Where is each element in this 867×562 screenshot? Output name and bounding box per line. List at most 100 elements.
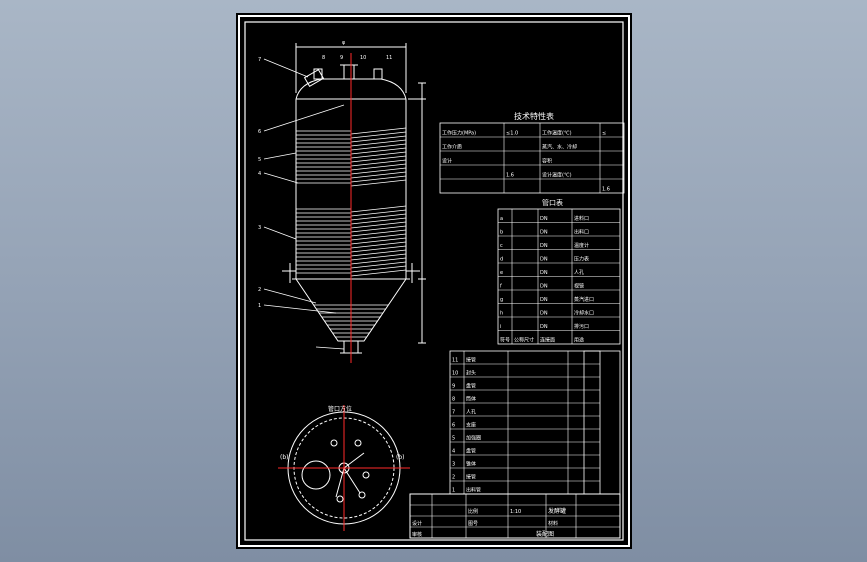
nozzle-cell: c — [500, 243, 503, 249]
coil-hatch — [350, 147, 407, 155]
left-callout: 3 — [258, 225, 261, 231]
parts-cell: 2 — [452, 475, 455, 481]
parts-cell: 盘管 — [466, 383, 476, 390]
left-callout: 7 — [258, 57, 261, 63]
parts-cell: 5 — [452, 436, 455, 442]
inner-border — [244, 21, 624, 541]
coil-hatch — [350, 229, 407, 237]
tech-cell: 容积 — [542, 158, 552, 165]
coil-hatch — [350, 131, 407, 139]
parts-cell: 接管 — [466, 357, 476, 364]
title-bottom: 装配图 — [536, 530, 554, 538]
nozzle-cell: d — [500, 257, 503, 263]
nozzle-cell: DN — [540, 257, 548, 263]
coil-hatch — [350, 159, 407, 167]
top-dimension-text: φ — [342, 40, 346, 46]
tech-cell: 1.6 — [506, 173, 514, 179]
plan-right-label: (b) — [396, 454, 405, 461]
manhole — [303, 68, 325, 88]
top-callout: 10 — [360, 55, 366, 61]
outer-border — [238, 15, 630, 547]
nozzle-cell: 冷却水口 — [574, 310, 594, 317]
coil-hatch — [350, 237, 407, 245]
nozzle-table-title: 管口表 — [542, 198, 563, 207]
tech-table-title: 技术特性表 — [514, 111, 554, 121]
top-callout: 8 — [322, 55, 325, 61]
left-callout: 4 — [258, 171, 261, 177]
coil-hatch — [350, 155, 407, 163]
nozzle-cell: 符号 — [500, 337, 510, 344]
nozzle-cell: 压力表 — [574, 256, 589, 263]
nozzle-cell: 用途 — [574, 337, 584, 344]
tech-cell: 设计温度(℃) — [542, 172, 572, 179]
nozzle-cell: g — [500, 297, 503, 303]
coil-hatch — [350, 225, 407, 233]
tech-cell: 设计 — [442, 158, 452, 165]
parts-cell: 11 — [452, 358, 458, 364]
coil-hatch — [350, 167, 407, 175]
nozzle-cell: 排污口 — [574, 323, 589, 330]
title-label: 设计 — [412, 520, 422, 527]
parts-cell: 3 — [452, 462, 455, 468]
coil-hatch — [350, 139, 407, 147]
parts-cell: 加强圈 — [466, 435, 481, 442]
parts-cell: 6 — [452, 423, 455, 429]
title-label: 材料 — [548, 520, 558, 527]
coil-hatch — [350, 179, 407, 187]
title-drawing-name: 发酵罐 — [548, 507, 566, 515]
parts-cell: 封头 — [466, 370, 476, 377]
leader-lines — [263, 58, 345, 350]
nozzle-cell: DN — [540, 297, 548, 303]
tech-frame — [439, 122, 625, 194]
nozzle-cell: b — [500, 230, 503, 236]
parts-cell: 9 — [452, 384, 455, 390]
coil-hatch — [350, 233, 407, 241]
nozzle-cell: DN — [540, 311, 548, 317]
nozzle-cell: DN — [540, 216, 548, 222]
coil-hatch — [350, 127, 407, 135]
coil-hatch — [350, 245, 407, 253]
nozzle-cell: DN — [540, 270, 548, 276]
nozzle-cell: 温度计 — [574, 242, 589, 249]
coil-hatch — [350, 265, 407, 273]
nozzle-cell: DN — [540, 324, 548, 330]
plan-manhole — [301, 460, 331, 490]
parts-cell: 锥体 — [466, 461, 476, 468]
nozzle-cell: 出料口 — [574, 229, 589, 236]
nozzle-cell: 进料口 — [574, 215, 589, 222]
parts-cell: 支座 — [466, 422, 476, 429]
parts-cell: 10 — [452, 371, 458, 377]
coil-hatch — [350, 175, 407, 183]
left-callout: 6 — [258, 129, 261, 135]
nozzle-a — [313, 68, 323, 80]
nozzle-cell: DN — [540, 243, 548, 249]
coil-hatch — [350, 163, 407, 171]
plan-title: 管口方位 — [328, 405, 352, 413]
coil-hatch — [350, 209, 407, 217]
tech-cell: ≤1.0 — [506, 131, 518, 137]
nozzle-cell: 连接面 — [540, 337, 555, 344]
top-callout: 11 — [386, 55, 392, 61]
coil-hatch — [350, 205, 407, 213]
plan-left-label: (b) — [280, 454, 289, 461]
coil-hatch — [350, 249, 407, 257]
parts-cell: 7 — [452, 410, 455, 416]
tech-cell: 1.6 — [602, 187, 610, 193]
nozzle-cell: 蒸汽进口 — [574, 296, 594, 303]
left-callout: 2 — [258, 287, 261, 293]
coil-hatch — [350, 217, 407, 225]
tech-cell: 蒸汽、水、冷却 — [542, 144, 577, 151]
parts-cell: 8 — [452, 397, 455, 403]
coil-hatch — [350, 269, 407, 277]
vessel-elevation — [282, 43, 426, 354]
nozzle-cell: 人孔 — [574, 269, 584, 276]
left-callout: 5 — [258, 157, 261, 163]
parts-cell: 盘管 — [466, 448, 476, 455]
coil-hatch — [350, 143, 407, 151]
nozzle-cell: DN — [540, 284, 548, 290]
